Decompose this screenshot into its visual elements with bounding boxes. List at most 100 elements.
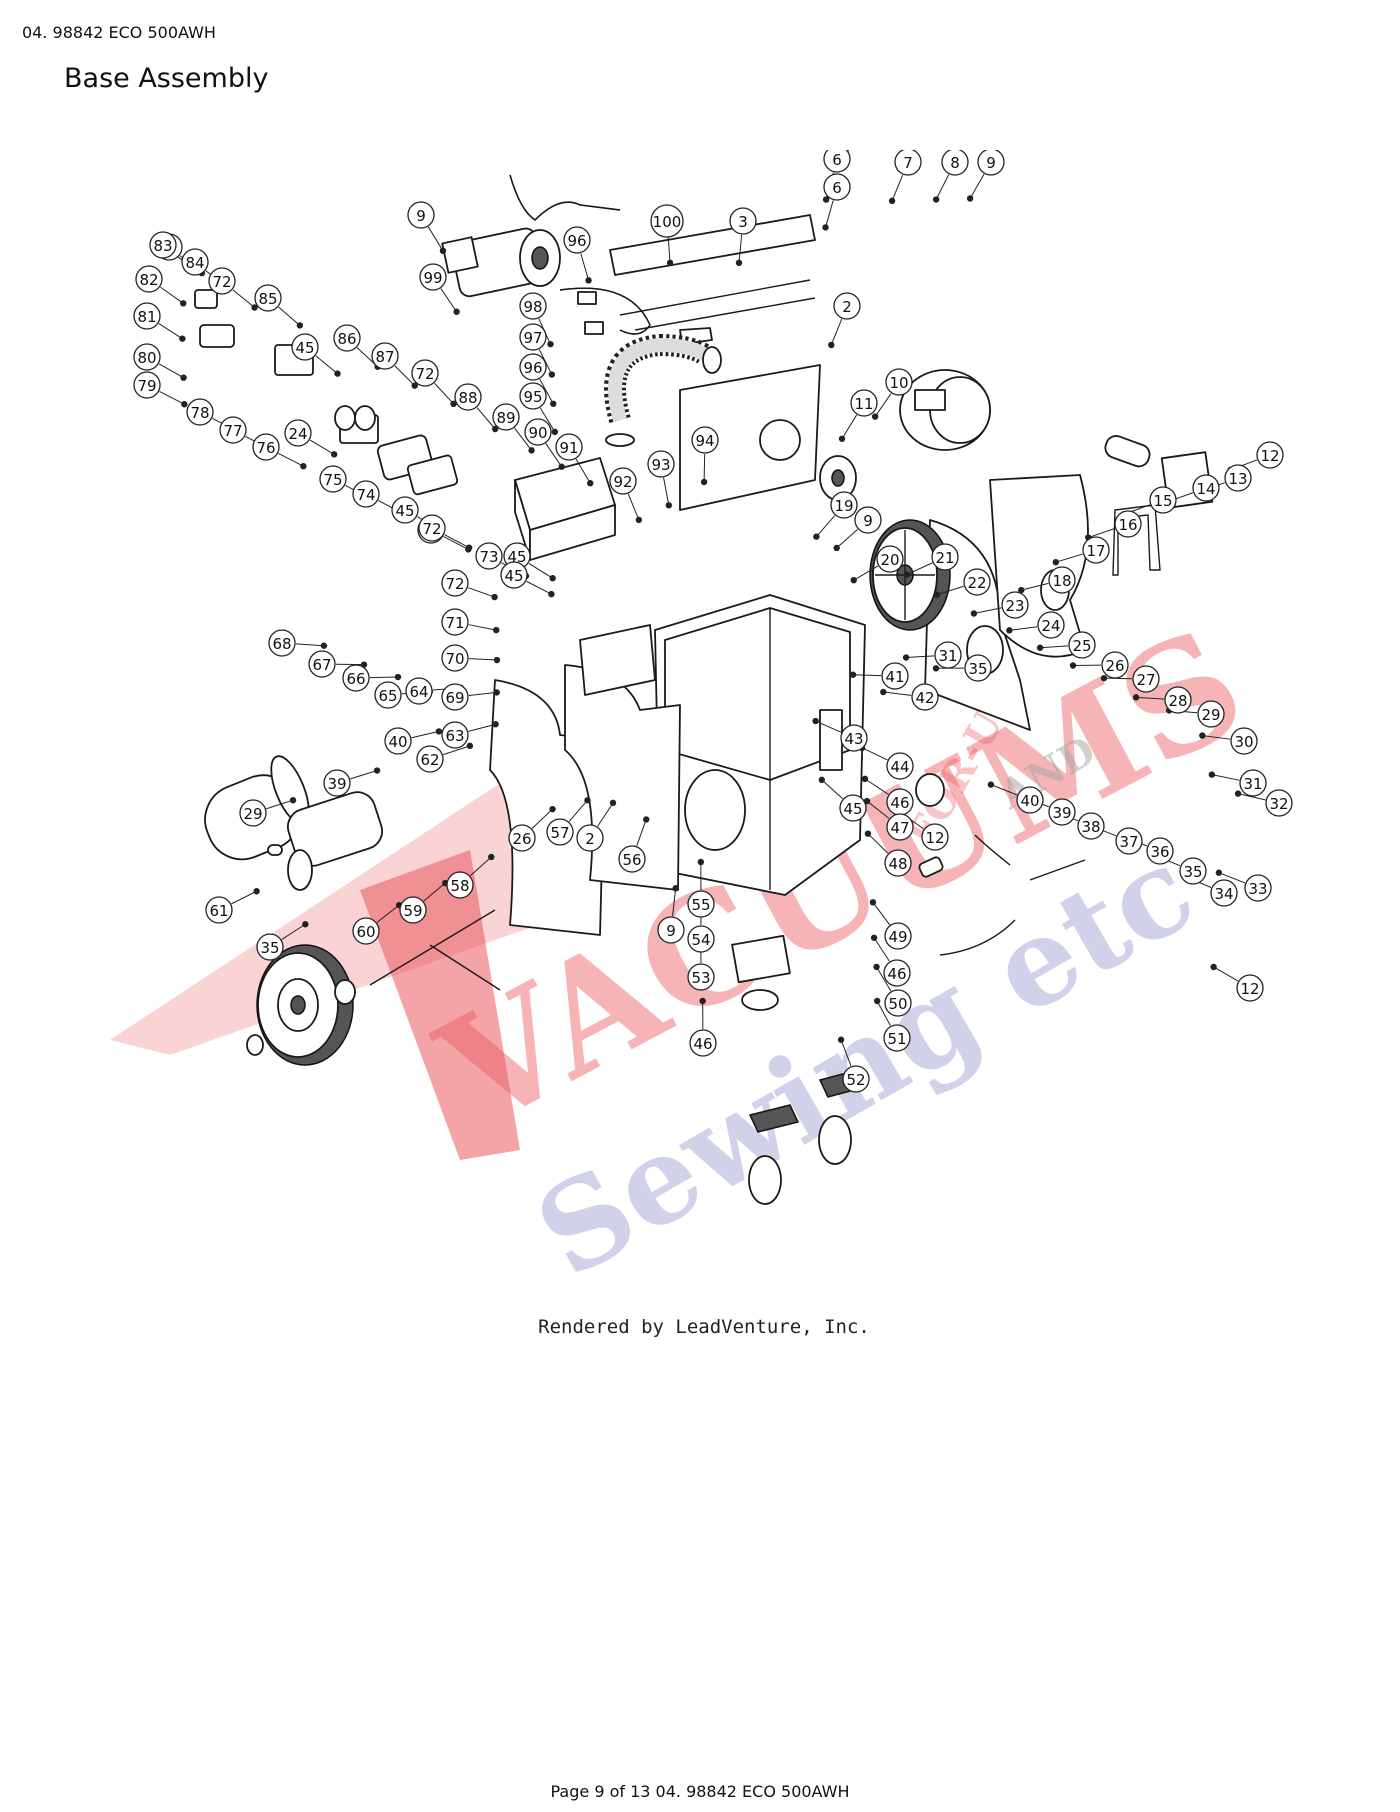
callout-77: 77 (219, 416, 247, 444)
callout-16: 16 (1114, 510, 1142, 538)
fastener-dot (987, 781, 995, 788)
fastener-dot (1234, 790, 1242, 797)
callout-81: 81 (133, 302, 161, 330)
svg-text:87: 87 (375, 348, 394, 366)
svg-text:7: 7 (903, 154, 913, 172)
svg-text:33: 33 (1248, 880, 1267, 898)
callout-33: 33 (1244, 874, 1272, 902)
svg-text:70: 70 (445, 650, 464, 668)
callout-14: 14 (1192, 474, 1220, 502)
fastener-dot (822, 196, 830, 203)
callout-2: 2 (833, 292, 861, 320)
leader-line (1202, 735, 1231, 740)
fastener-dot (491, 425, 499, 433)
filter-tank (204, 755, 383, 891)
callout-78: 78 (186, 398, 214, 426)
fastener-dot (970, 610, 978, 617)
leader-line (1237, 793, 1266, 801)
callout-44: 44 (886, 752, 914, 780)
svg-text:12: 12 (1240, 980, 1259, 998)
fastener-dot (869, 899, 877, 906)
svg-text:76: 76 (256, 439, 275, 457)
callout-70: 70 (441, 644, 469, 672)
svg-text:39: 39 (1052, 804, 1071, 822)
callout-96: 96 (519, 353, 547, 381)
leader-line (232, 289, 255, 308)
svg-text:61: 61 (209, 902, 228, 920)
svg-text:94: 94 (695, 432, 714, 450)
svg-text:55: 55 (691, 896, 710, 914)
callout-61: 61 (205, 896, 233, 924)
fastener-dot (180, 374, 187, 381)
leader-line (973, 607, 1002, 614)
corrugated-hose (604, 333, 722, 447)
svg-text:39: 39 (327, 775, 346, 793)
right-hoses (915, 773, 1086, 956)
svg-text:15: 15 (1153, 492, 1172, 510)
leader-line (514, 427, 532, 451)
right-shroud (924, 435, 1214, 731)
callout-26: 26 (1101, 651, 1129, 679)
svg-text:48: 48 (888, 855, 907, 873)
leader-line (866, 800, 890, 819)
leader-line (158, 323, 183, 340)
callout-46: 46 (689, 1029, 717, 1057)
callout-25: 25 (1068, 631, 1096, 659)
svg-text:6: 6 (832, 179, 842, 197)
callout-20: 20 (876, 545, 904, 573)
svg-text:88: 88 (458, 389, 477, 407)
callout-35: 35 (964, 654, 992, 682)
leader-line (597, 802, 614, 827)
fastener-dot (838, 435, 846, 442)
render-credit: Rendered by LeadVenture, Inc. (538, 1316, 870, 1338)
leader-line (468, 658, 497, 661)
fastener-dot (548, 590, 555, 598)
fastener-dot (932, 196, 940, 203)
fastener-dot (181, 401, 188, 408)
leader-line (883, 691, 912, 696)
svg-text:50: 50 (888, 995, 907, 1013)
svg-text:40: 40 (388, 733, 407, 751)
watermark-red-v (360, 850, 520, 1160)
leader-line (468, 691, 497, 696)
leader-line (434, 382, 454, 405)
leader-line (876, 1000, 891, 1026)
callout-73: 73 (475, 542, 503, 570)
fastener-dot (1052, 558, 1060, 566)
svg-text:46: 46 (887, 965, 906, 983)
svg-text:30: 30 (1234, 733, 1253, 751)
fastener-dot (818, 776, 826, 784)
svg-text:31: 31 (938, 647, 957, 665)
fastener-dot (849, 671, 857, 678)
svg-text:86: 86 (337, 330, 356, 348)
svg-text:44: 44 (890, 758, 909, 776)
svg-text:37: 37 (1119, 833, 1138, 851)
svg-text:23: 23 (1005, 597, 1024, 615)
fastener-dot (289, 797, 297, 804)
callout-95: 95 (519, 382, 547, 410)
callout-34: 34 (1210, 879, 1238, 907)
fastener-dot (1208, 771, 1216, 778)
svg-text:59: 59 (403, 902, 422, 920)
svg-text:9: 9 (666, 922, 676, 940)
svg-text:69: 69 (445, 689, 464, 707)
fastener-dot (493, 626, 500, 634)
leader-line (853, 674, 882, 677)
svg-text:29: 29 (1201, 706, 1220, 724)
leader-line (266, 799, 294, 810)
callout-13: 13 (1224, 464, 1252, 492)
fastener-dot (547, 340, 554, 348)
svg-text:64: 64 (409, 683, 428, 701)
leader-line (315, 355, 338, 374)
leader-line (376, 904, 400, 923)
fastener-dot (888, 197, 896, 205)
fastener-dot (822, 224, 829, 231)
switch-components (194, 289, 459, 496)
svg-text:34: 34 (1214, 885, 1233, 903)
svg-text:98: 98 (523, 298, 542, 316)
callout-37: 37 (1115, 827, 1143, 855)
svg-text:52: 52 (846, 1071, 865, 1089)
svg-text:45: 45 (843, 800, 862, 818)
callout-10: 10 (885, 368, 913, 396)
leader-line (539, 407, 556, 433)
